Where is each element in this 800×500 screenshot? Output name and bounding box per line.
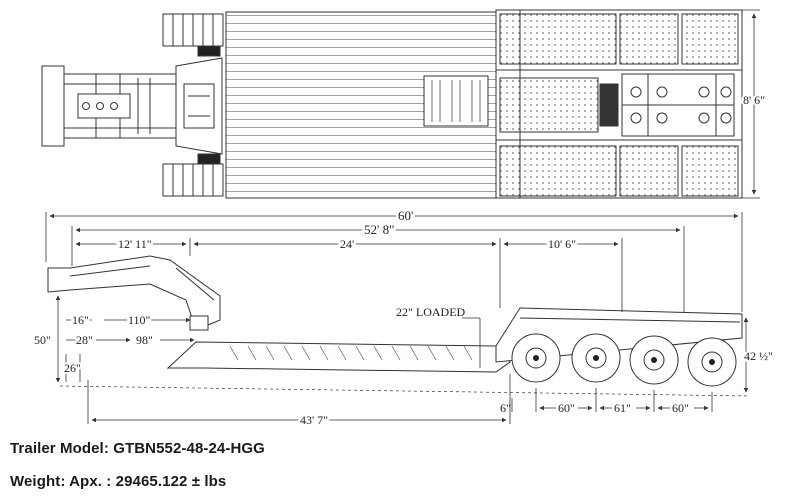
dim-overall: 60'	[398, 208, 413, 223]
plan-running-gear	[621, 73, 735, 137]
dim-rear-offset: 6"	[500, 401, 511, 415]
dim-axle-spread-1: 60"	[558, 401, 575, 415]
side-dimension-lines	[45, 212, 749, 424]
dim-kingpin-span: 98"	[136, 333, 153, 347]
trailer-model-label: Trailer Model: GTBN552-48-24-HGG	[10, 440, 265, 457]
dim-axle-spread-2: 61"	[614, 401, 631, 415]
dim-gooseneck: 12' 11"	[118, 237, 152, 251]
side-dimension-labels: 60' 52' 8" 12' 11" 24' 10' 6" 22" LOADED…	[32, 206, 775, 430]
plan-view	[41, 9, 760, 199]
dim-deck-height: 42 ½"	[744, 349, 773, 363]
plan-gooseneck	[41, 57, 223, 155]
dim-axle-spread-3: 60"	[672, 401, 689, 415]
side-wheels	[511, 333, 737, 387]
dim-loaded-height: 22" LOADED	[396, 305, 466, 319]
dim-kingpin-depth: 110"	[128, 313, 151, 327]
side-well-deck	[166, 341, 511, 373]
plan-front-tires	[162, 13, 224, 197]
trailer-weight-label: Weight: Apx. : 29465.122 ± lbs	[10, 473, 227, 490]
dim-kingpin-offset: 28"	[76, 333, 93, 347]
side-view	[47, 255, 751, 397]
dim-deck-to-axles: 52' 8"	[364, 222, 394, 237]
dim-neck-drop: 26"	[64, 361, 81, 375]
dim-rear-deck: 10' 6"	[548, 237, 576, 251]
dim-well: 24'	[340, 237, 354, 251]
dim-neck-height: 50"	[34, 333, 51, 347]
dim-plan-width: 8' 6"	[743, 93, 765, 107]
dim-ramp-width: 16"	[72, 313, 89, 327]
dim-well-length: 43' 7"	[300, 413, 328, 427]
